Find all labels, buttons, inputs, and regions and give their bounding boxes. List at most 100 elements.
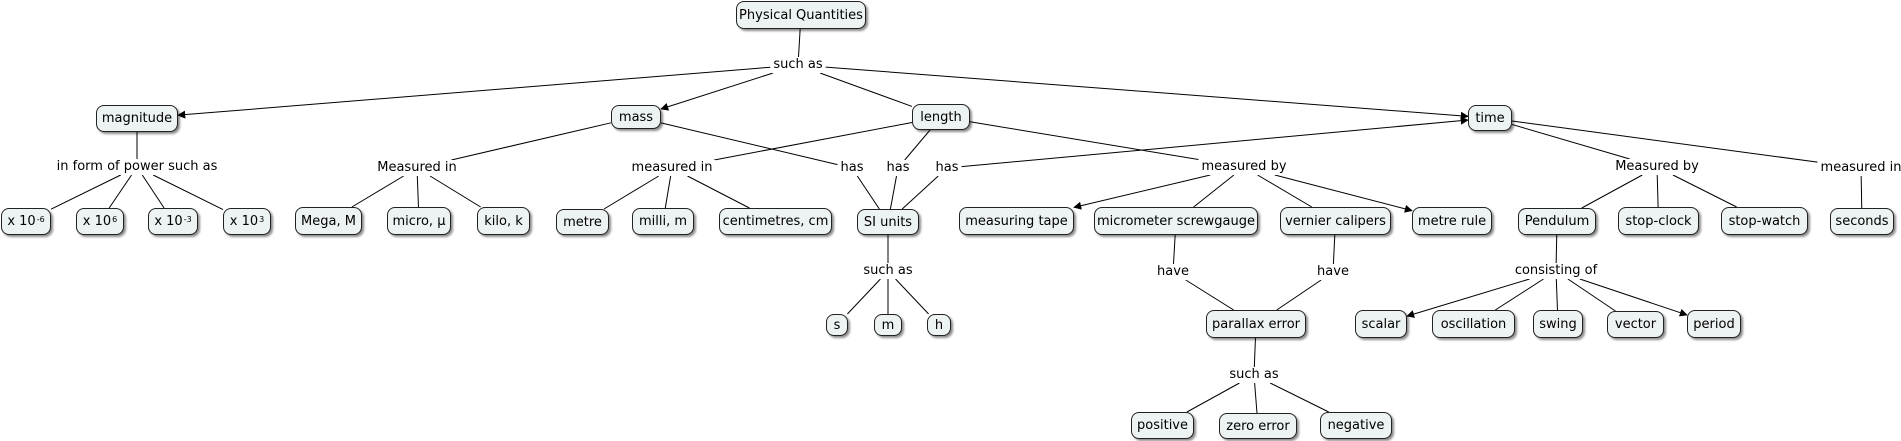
concept-swing[interactable]: swing bbox=[1533, 310, 1583, 338]
connector-l-such-si-to-n-h bbox=[895, 278, 929, 315]
connector-n-time-to-l-meas-by-time bbox=[1511, 123, 1630, 160]
connector-l-consist-to-n-swing bbox=[1555, 278, 1558, 311]
connector-n-length-to-l-meas-in-len bbox=[714, 122, 913, 161]
concept-label: stop-clock bbox=[1625, 213, 1692, 229]
concept-time[interactable]: time bbox=[1468, 105, 1512, 131]
concept-label: period bbox=[1693, 316, 1735, 332]
connector-l-such-si-to-n-s bbox=[847, 278, 881, 315]
concept-milli[interactable]: milli, m bbox=[632, 208, 694, 235]
concept-centimetres[interactable]: centimetres, cm bbox=[719, 208, 832, 235]
connector-n-length-to-l-meas-by-len bbox=[969, 121, 1199, 160]
concept-label: kilo, k bbox=[484, 213, 523, 229]
concept-label: vernier calipers bbox=[1285, 213, 1386, 229]
concept-label: centimetres, cm bbox=[722, 214, 829, 229]
connector-n-pend-to-l-consist bbox=[1555, 234, 1558, 264]
concept-label: scalar bbox=[1361, 316, 1401, 332]
concept-magnitude[interactable]: magnitude bbox=[96, 105, 178, 132]
concept-measuring-tape[interactable]: measuring tape bbox=[959, 207, 1074, 235]
power-base: x 10 bbox=[82, 214, 112, 229]
connector-l-meas-by-len-to-n-rule bbox=[1274, 174, 1413, 213]
concept-unit-h[interactable]: h bbox=[927, 314, 951, 336]
concept-power-neg6[interactable]: x 10-6 bbox=[1, 208, 51, 235]
concept-label: vector bbox=[1614, 317, 1657, 332]
connector-l-has2-to-n-si bbox=[889, 175, 898, 210]
concept-label: micrometer screwgauge bbox=[1097, 213, 1255, 229]
concept-label: s bbox=[833, 317, 841, 333]
connector-l-meas-in-mass-to-n-kilo bbox=[429, 175, 481, 208]
concept-positive[interactable]: positive bbox=[1131, 412, 1194, 439]
concept-stop-clock[interactable]: stop-clock bbox=[1618, 207, 1699, 235]
connector-l-power-to-n-p3 bbox=[141, 174, 165, 209]
power-exponent: 3 bbox=[259, 215, 265, 224]
connector-l-consist-to-n-vector bbox=[1567, 278, 1616, 312]
link-such-as-top: such as bbox=[770, 57, 826, 73]
concept-label: m bbox=[881, 317, 895, 333]
connector-l-such-top-to-n-magnitude bbox=[177, 66, 771, 119]
concept-micrometer-screwgauge[interactable]: micrometer screwgauge bbox=[1094, 207, 1258, 235]
link-consisting-of: consisting of bbox=[1511, 263, 1601, 279]
connector-l-meas-by-time-to-n-pend bbox=[1581, 174, 1643, 209]
concept-scalar[interactable]: scalar bbox=[1355, 310, 1407, 338]
concept-label: metre rule bbox=[1417, 213, 1487, 229]
concept-power-neg3[interactable]: x 10-3 bbox=[148, 208, 198, 235]
concept-kilo[interactable]: kilo, k bbox=[477, 207, 530, 235]
concept-label: zero error bbox=[1226, 418, 1290, 434]
link-power-such-as: in form of power such as bbox=[53, 159, 221, 175]
concept-oscillation[interactable]: oscillation bbox=[1432, 310, 1515, 338]
link-measured-by-length: measured by bbox=[1198, 159, 1290, 175]
connector-l-such-top-to-n-time bbox=[825, 66, 1469, 120]
power-base: x 10 bbox=[229, 214, 259, 229]
concept-parallax-error[interactable]: parallax error bbox=[1206, 310, 1306, 338]
connector-l-consist-to-n-osc bbox=[1495, 278, 1544, 311]
concept-label: seconds bbox=[1835, 214, 1889, 229]
concept-metre[interactable]: metre bbox=[556, 209, 609, 235]
concept-unit-m[interactable]: m bbox=[874, 314, 902, 336]
concept-label: milli, m bbox=[638, 214, 688, 229]
link-such-as-si: such as bbox=[860, 263, 916, 279]
connector-l-power-to-n-p2 bbox=[108, 174, 132, 209]
connector-l-such-top-to-n-length bbox=[819, 72, 913, 107]
link-have-vernier: have bbox=[1314, 264, 1352, 280]
connector-l-has3-to-n-time bbox=[961, 116, 1469, 168]
connector-l-such-par-to-n-zero bbox=[1254, 382, 1258, 414]
concept-label: mass bbox=[618, 109, 654, 125]
connector-l-meas-in-len-to-n-milli bbox=[664, 175, 672, 209]
concept-label: Pendulum bbox=[1524, 214, 1590, 229]
concept-mega[interactable]: Mega, M bbox=[295, 207, 362, 235]
concept-unit-s[interactable]: s bbox=[826, 314, 848, 336]
connector-l-meas-in-len-to-n-centi bbox=[687, 175, 750, 209]
connector-l-such-par-to-n-positive bbox=[1186, 382, 1240, 413]
connector-n-pq-to-l-such-top bbox=[797, 28, 801, 58]
concept-vernier-calipers[interactable]: vernier calipers bbox=[1280, 207, 1391, 235]
connector-l-meas-in-len-to-n-metre bbox=[603, 175, 659, 210]
concept-seconds[interactable]: seconds bbox=[1830, 208, 1894, 235]
link-has-time: has bbox=[932, 160, 962, 176]
concept-label: positive bbox=[1137, 418, 1188, 433]
concept-label: micro, μ bbox=[392, 213, 446, 229]
concept-physical-quantities[interactable]: Physical Quantities bbox=[736, 1, 866, 29]
connector-l-power-to-n-p4 bbox=[152, 174, 224, 211]
connector-l-meas-by-time-to-n-clock bbox=[1656, 174, 1659, 208]
concept-mass[interactable]: mass bbox=[611, 105, 661, 129]
concept-vector[interactable]: vector bbox=[1607, 311, 1664, 338]
concept-micro[interactable]: micro, μ bbox=[387, 207, 451, 235]
concept-period[interactable]: period bbox=[1687, 310, 1741, 338]
power-base: x 10 bbox=[154, 214, 183, 229]
concept-negative[interactable]: negative bbox=[1320, 412, 1392, 439]
concept-label: measuring tape bbox=[965, 213, 1068, 229]
connector-l-meas-in-time-to-n-seconds bbox=[1860, 175, 1863, 209]
concept-stop-watch[interactable]: stop-watch bbox=[1721, 207, 1808, 235]
concept-metre-rule[interactable]: metre rule bbox=[1412, 207, 1492, 235]
concept-si-units[interactable]: SI units bbox=[857, 209, 919, 235]
concept-pendulum[interactable]: Pendulum bbox=[1518, 208, 1596, 235]
connector-l-meas-in-mass-to-n-micro bbox=[416, 175, 419, 208]
power-base: x 10 bbox=[7, 214, 36, 229]
concept-length[interactable]: length bbox=[912, 104, 970, 130]
concept-zero-error[interactable]: zero error bbox=[1219, 413, 1297, 439]
concept-label: magnitude bbox=[101, 111, 173, 126]
connector-l-have2-to-n-parallax bbox=[1276, 279, 1322, 311]
concept-label: oscillation bbox=[1440, 316, 1507, 332]
